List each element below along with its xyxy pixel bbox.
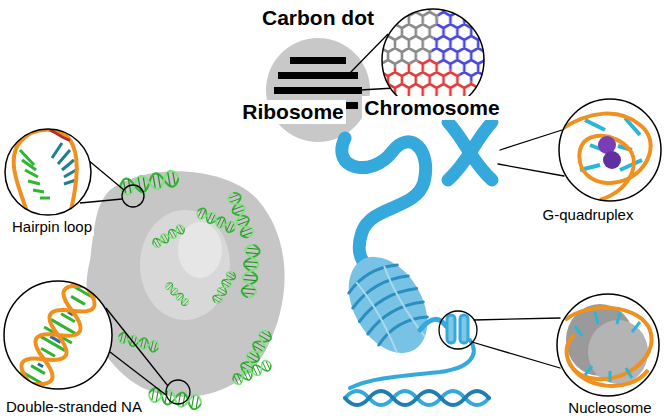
carbon-dot-part	[278, 72, 358, 79]
ribosome-part	[118, 170, 180, 196]
part-label: Hairpin loop	[10, 218, 94, 236]
hairpin-zoom-part-part	[50, 130, 70, 140]
chromosome-part	[460, 315, 468, 343]
part-title: Ribosome	[240, 100, 346, 124]
carbon-dot-part	[290, 57, 346, 64]
ribosome-part	[195, 206, 238, 234]
chromosome-part	[345, 391, 489, 405]
ribosome-part	[211, 269, 237, 305]
ribosome-part	[147, 387, 203, 411]
nucleosome-zoom-part-part	[575, 312, 640, 382]
g-quadruplex-zoom-part	[560, 114, 651, 200]
nucleosome-zoom-part	[557, 294, 659, 396]
chromosome-part	[498, 164, 564, 176]
ribosome	[80, 160, 285, 410]
part-label: Double-stranded NA	[4, 398, 144, 416]
chromosome-part	[342, 138, 426, 268]
part-label: Nucleosome	[566, 399, 653, 417]
double-strand-zoom-part-part-part	[1, 254, 114, 416]
ribosome-part	[110, 352, 166, 395]
chromosome-part	[439, 311, 477, 349]
ribosome-part	[231, 359, 274, 387]
ribosome-part	[151, 223, 187, 249]
ribosome-part	[106, 308, 168, 386]
nucleosome-zoom-part	[565, 304, 652, 386]
carbon-dot	[266, 34, 395, 142]
ribosome-part	[86, 171, 284, 397]
ribosome-part	[164, 281, 191, 308]
chromosome-part	[333, 243, 444, 367]
ribosome-part	[226, 191, 254, 240]
part-title: Chromosome	[362, 96, 501, 120]
hairpin-zoom-part-part	[20, 150, 50, 198]
g-quadruplex-zoom-part-part	[560, 114, 651, 200]
ribosome-part	[80, 199, 122, 203]
g-quadruplex-zoom	[559, 99, 661, 201]
nucleosome-zoom-part	[557, 294, 659, 396]
chromosome-part	[420, 319, 446, 330]
part-title: Carbon dot	[260, 6, 376, 30]
carbon-dot-part	[266, 38, 370, 142]
double-strand-zoom	[1, 254, 114, 416]
chromosome-part	[472, 342, 560, 368]
ribosome-part	[88, 160, 124, 190]
double-strand-zoom-part-part-part	[20, 284, 90, 394]
double-strand-zoom-part-part	[1, 254, 114, 416]
chromosome-part	[447, 315, 455, 343]
g-quadruplex-zoom-part	[559, 99, 661, 201]
chromosome-part	[448, 122, 492, 180]
double-strand-zoom-part	[1, 254, 114, 416]
ribosome-part	[166, 380, 190, 404]
chromosome-part	[345, 391, 489, 405]
part-label: G-quadruplex	[541, 206, 636, 224]
chromosome	[333, 122, 564, 405]
hairpin-zoom-part	[5, 129, 91, 215]
chromosome-part	[350, 340, 474, 388]
carbon-dot-part	[274, 87, 362, 94]
ribosome-part	[239, 328, 274, 376]
ribosome-part	[241, 244, 260, 299]
chromosome-part	[474, 318, 560, 320]
chromosome-part	[500, 130, 562, 150]
chromosome-part-part	[333, 243, 444, 367]
g-quadruplex-zoom-part-part	[603, 151, 621, 169]
chromosome-part-part	[357, 267, 425, 352]
double-strand-zoom-part-part-part	[1, 254, 114, 416]
double-strand-zoom-part	[4, 281, 112, 389]
chromosome-part	[448, 122, 492, 180]
nucleosome-zoom	[557, 294, 659, 396]
ribosome-part	[122, 185, 144, 207]
nucleosome-zoom-part-part	[568, 360, 648, 386]
g-quadruplex-zoom-part	[559, 99, 661, 201]
hairpin-zoom	[5, 129, 91, 220]
nucleosome-zoom-part-part	[565, 308, 652, 380]
